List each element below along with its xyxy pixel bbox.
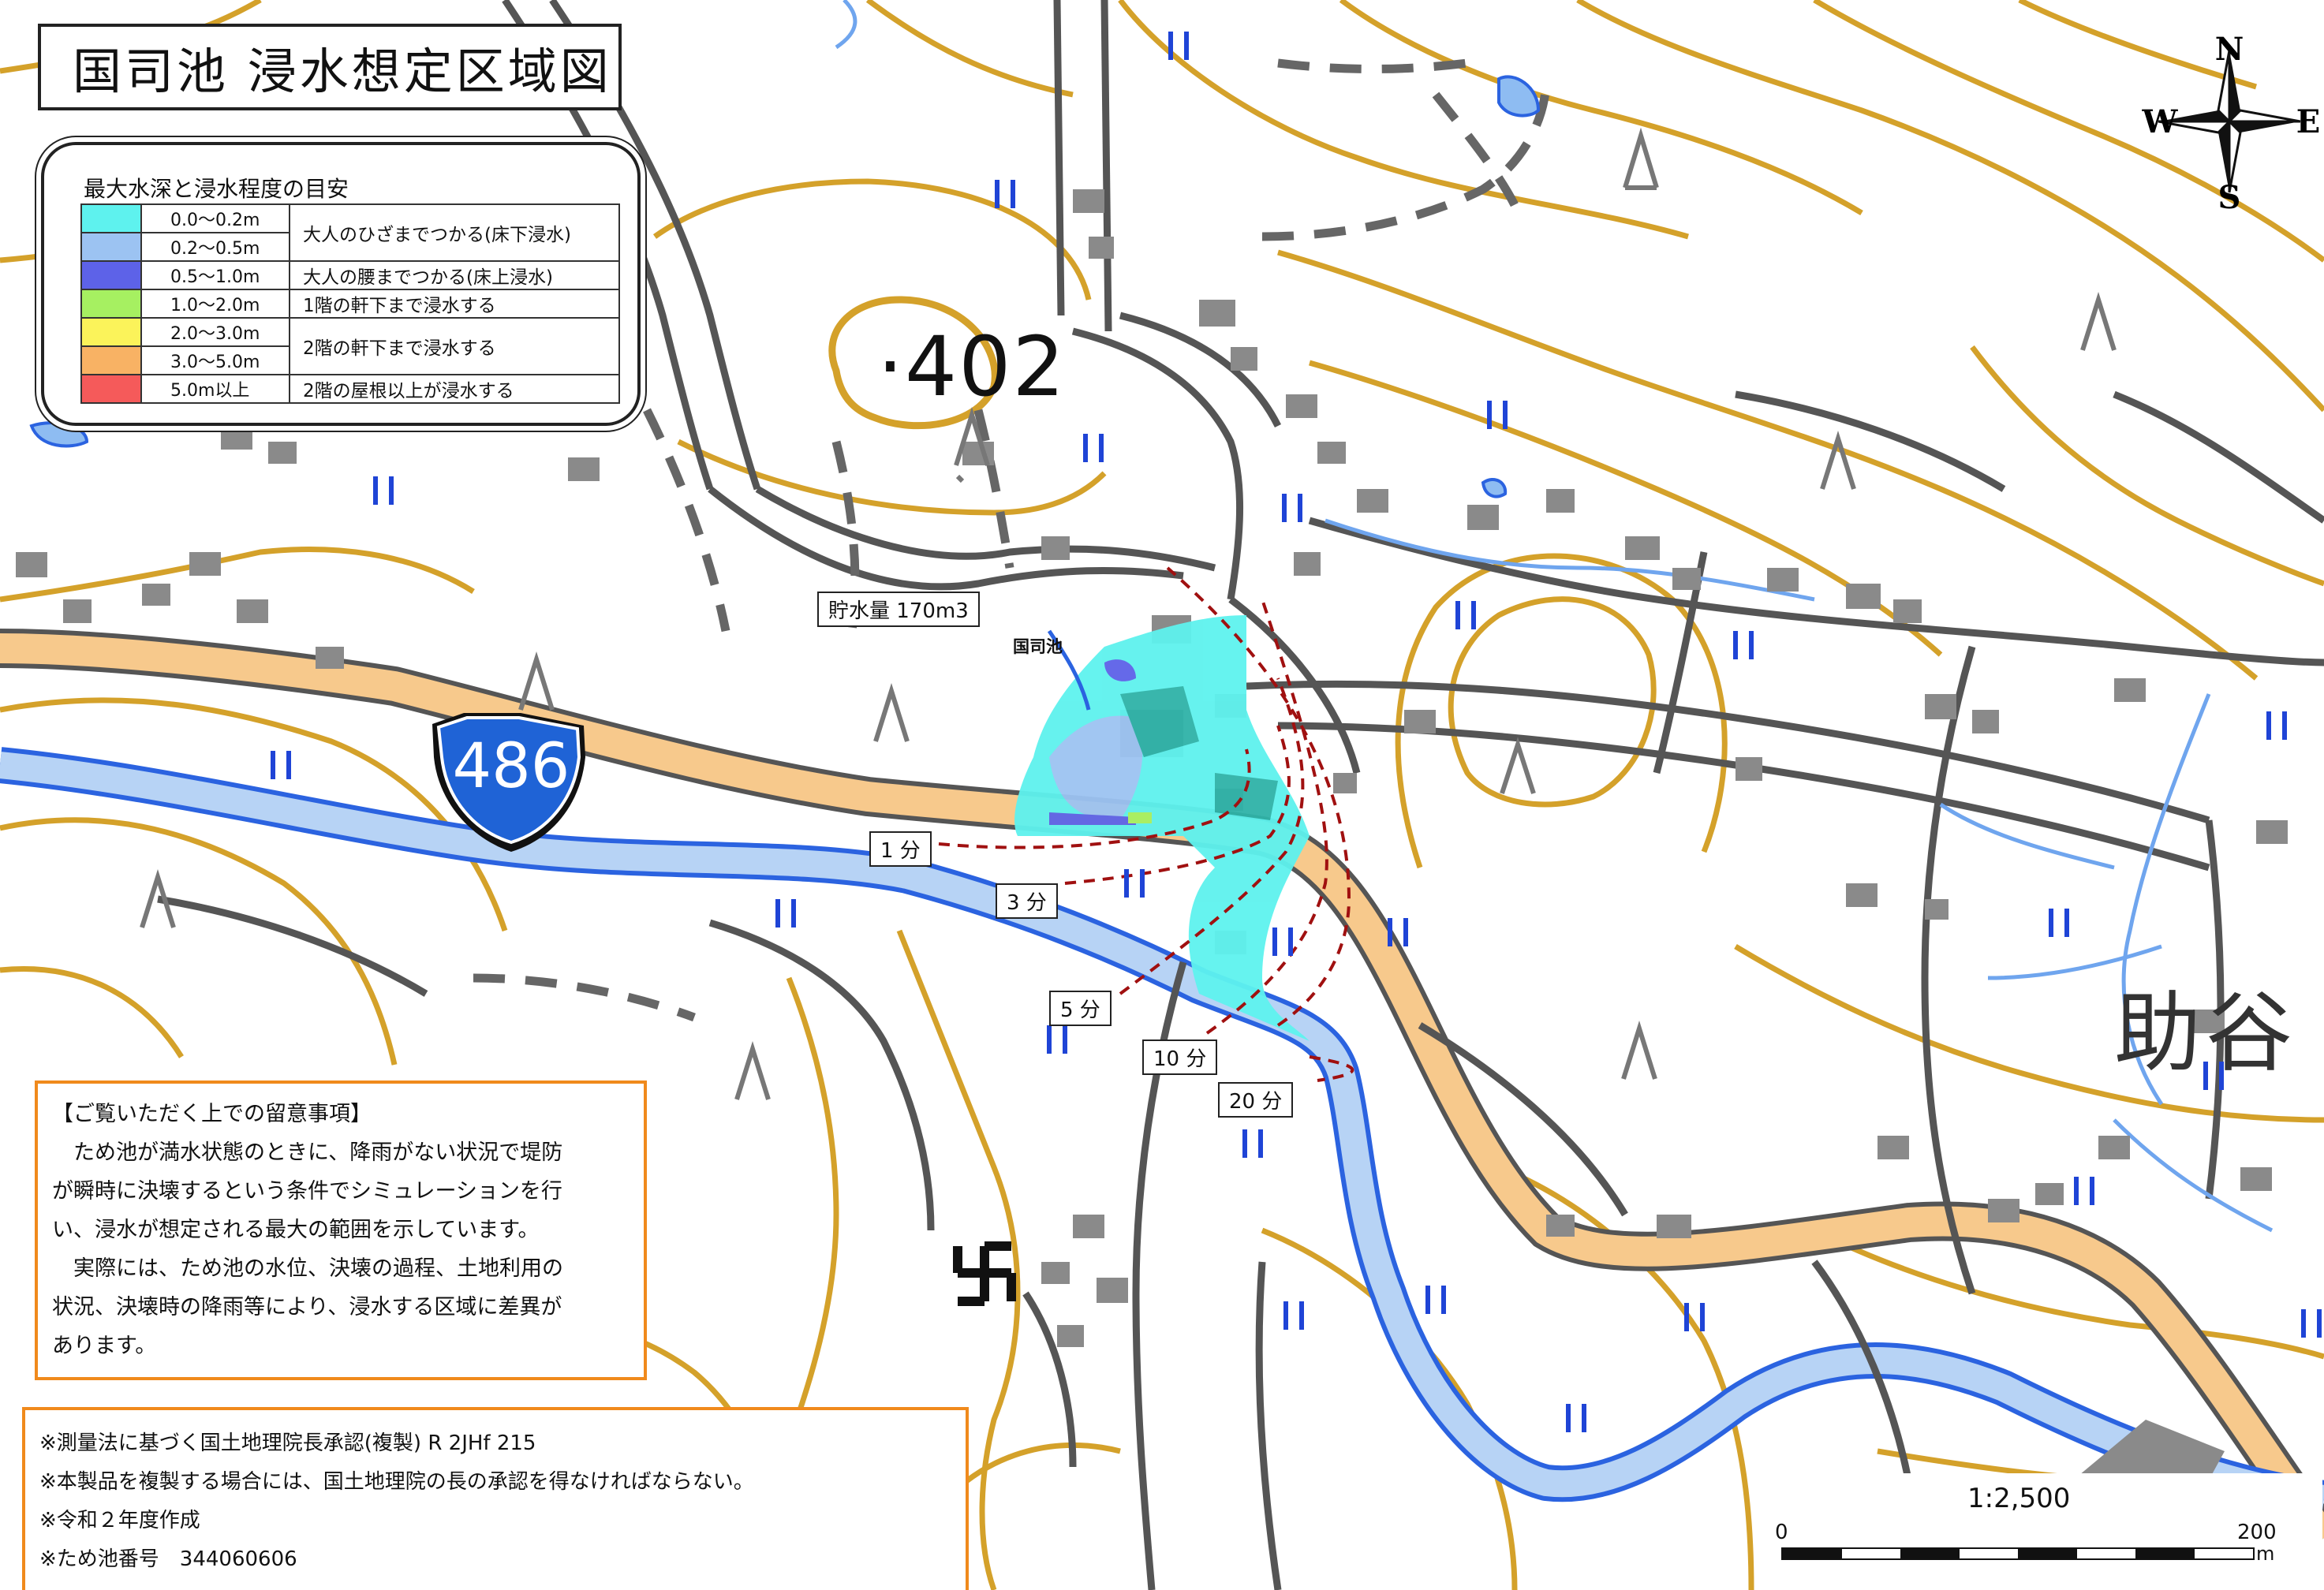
legend-swatch <box>80 345 142 375</box>
legend-description: 2階の屋根以上が浸水する <box>289 374 620 404</box>
river <box>0 747 2324 1517</box>
scale-bar-panel: 1:2,500 0 200 m <box>1770 1473 2322 1590</box>
compass-west: W <box>2142 103 2179 140</box>
notes-line: 状況、決壊時の降雨等により、浸水する区域に差異が <box>52 1295 562 1319</box>
arrival-time-lines <box>938 566 1354 1082</box>
scale-ratio: 1:2,500 <box>1967 1483 2071 1514</box>
legend-table: 0.0～0.2m 大人のひざまでつかる(床下浸水) 0.2～0.5m 0.5～1… <box>80 203 620 404</box>
legend-row: 0.2～0.5m <box>80 232 619 262</box>
legend-swatch <box>80 289 142 319</box>
legend-description: 大人の腰までつかる(床上浸水) <box>289 260 620 290</box>
legend-range: 3.0～5.0m <box>140 345 290 375</box>
notes-line: が瞬時に決壊するという条件でシミュレーションを行 <box>52 1179 562 1204</box>
legend-row: 1.0～2.0m 1階の軒下まで浸水する <box>80 289 620 319</box>
copyright-line: ※令和２年度作成 <box>39 1509 200 1532</box>
legend-range: 0.5～1.0m <box>140 260 290 290</box>
compass-south: S <box>2218 179 2241 216</box>
copyright-line: ※ため池番号 344060606 <box>39 1547 297 1571</box>
legend-range: 0.2～0.5m <box>140 232 290 262</box>
notes-line: 実際には、ため池の水位、決壊の過程、土地利用の <box>52 1256 563 1281</box>
legend-range: 1.0～2.0m <box>140 289 290 319</box>
legend-row: 0.5～1.0m 大人の腰までつかる(床上浸水) <box>80 260 620 290</box>
time-label-10min: 10 分 <box>1142 1039 1218 1075</box>
notes-line: あります。 <box>52 1334 157 1358</box>
legend-range: 2.0～3.0m <box>140 317 290 347</box>
time-label-20min: 20 分 <box>1218 1082 1294 1118</box>
terrain-symbols <box>140 127 2117 1100</box>
compass-north: N <box>2215 31 2244 68</box>
legend-description: 大人のひざまでつかる(床下浸水) <box>289 203 620 262</box>
route-number: 486 <box>453 731 570 802</box>
notes-heading: 【ご覧いただく上での留意事項】 <box>52 1102 372 1126</box>
legend-range: 5.0m以上 <box>140 374 290 404</box>
legend-swatch <box>80 317 142 347</box>
legend-swatch <box>80 374 142 404</box>
time-label-5min: 5 分 <box>1049 991 1112 1026</box>
notes-panel: 【ご覧いただく上での留意事項】 ため池が満水状態のときに、降雨がない状況で堤防 … <box>35 1081 647 1380</box>
scale-max: 200 <box>2237 1521 2277 1544</box>
land-use-symbols <box>271 32 2322 1432</box>
notes-line: い、浸水が想定される最大の範囲を示しています。 <box>52 1218 540 1242</box>
scale-zero: 0 <box>1775 1521 1788 1544</box>
map-title: 国司池 浸水想定区域図 <box>38 24 622 110</box>
legend-row: 3.0～5.0m <box>80 345 619 375</box>
streams <box>835 0 2274 1233</box>
ponds <box>29 75 1541 498</box>
legend-panel: 最大水深と浸水程度の目安 0.0～0.2m 大人のひざまでつかる(床下浸水) 0… <box>41 142 641 426</box>
legend-title: 最大水深と浸水程度の目安 <box>84 176 349 202</box>
storage-label: 貯水量 170m3 <box>817 592 980 627</box>
legend-row: 2.0～3.0m 2階の軒下まで浸水する <box>80 317 620 375</box>
copyright-line: ※測量法に基づく国土地理院長承認(複製) R 2JHf 215 <box>39 1431 536 1455</box>
scale-bar <box>1781 1547 2255 1560</box>
national-road <box>0 629 2324 1550</box>
elevation-label: ·402 <box>877 319 1067 415</box>
route-shield <box>432 713 585 852</box>
temple-symbol <box>953 1241 1016 1306</box>
pond-name: 国司池 <box>1013 637 1063 656</box>
legend-description: 2階の軒下まで浸水する <box>289 317 620 375</box>
legend-description: 1階の軒下まで浸水する <box>289 289 620 319</box>
legend-swatch <box>80 203 142 233</box>
pond-outline <box>1047 629 1091 711</box>
scale-unit: m <box>2256 1543 2275 1565</box>
compass-rose-icon <box>2158 50 2301 193</box>
time-label-1min: 1 分 <box>869 831 932 867</box>
inundation-area <box>1014 615 1310 1041</box>
copyright-panel: ※測量法に基づく国土地理院長承認(複製) R 2JHf 215 ※本製品を複製す… <box>22 1407 969 1590</box>
compass-east: E <box>2296 103 2321 140</box>
copyright-line: ※本製品を複製する場合には、国土地理院の長の承認を得なければならない。 <box>39 1470 754 1494</box>
legend-swatch <box>80 260 142 290</box>
notes-line: ため池が満水状態のときに、降雨がない状況で堤防 <box>52 1140 563 1165</box>
legend-range: 0.0～0.2m <box>140 203 290 233</box>
legend-row: 5.0m以上 2階の屋根以上が浸水する <box>80 374 620 404</box>
legend-row: 0.0～0.2m 大人のひざまでつかる(床下浸水) <box>80 203 620 262</box>
place-name: 助谷 <box>2114 983 2297 1084</box>
legend-swatch <box>80 232 142 262</box>
time-label-3min: 3 分 <box>996 883 1058 919</box>
